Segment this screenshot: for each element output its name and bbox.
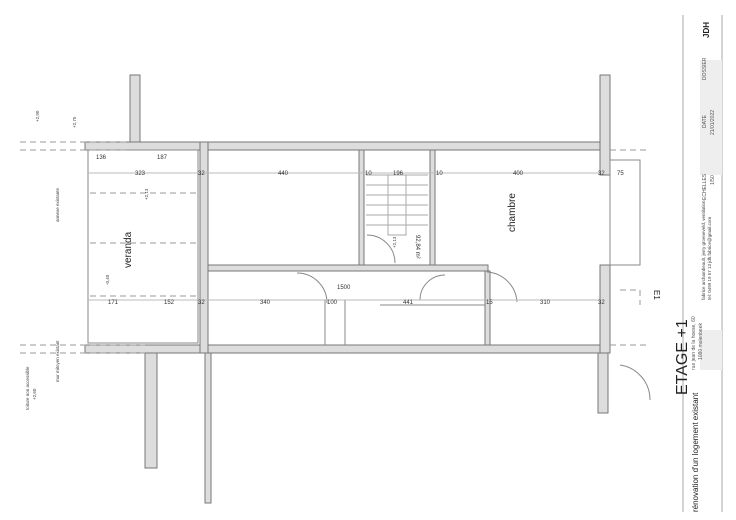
dim-171: 171 — [108, 300, 119, 306]
dim-1500: 1500 — [337, 285, 351, 291]
dim-100: 100 — [327, 300, 338, 306]
dossier-label: DOSSIER — [702, 57, 708, 80]
wall-bath — [484, 270, 491, 346]
wall-right-lower — [599, 264, 611, 354]
area-label: 92,84 m² — [414, 235, 420, 259]
date-value: 21/01/2022 — [710, 109, 716, 135]
level-mark: +2,90 — [35, 110, 40, 122]
section-mark: E1 — [652, 290, 661, 300]
echelles-label: ECHELLES — [702, 173, 708, 200]
wall-top — [84, 141, 611, 151]
dim-32c: 32 — [198, 300, 205, 306]
dim-340: 340 — [260, 300, 271, 306]
room-label-chambre: chambre — [507, 193, 518, 232]
note-mur: mur mitoyen existant — [55, 340, 60, 382]
dim-10b: 10 — [436, 171, 443, 177]
address-line-1: rue jean de la hoese, 60 — [691, 316, 697, 370]
project-title: rénovation d'un logement existant — [691, 392, 700, 512]
wall-right-ext — [597, 352, 609, 414]
date-label: DATE — [702, 115, 708, 128]
note-annexe: annexe existante — [55, 187, 60, 222]
dim-32d: 32 — [598, 300, 605, 306]
dim-136: 136 — [96, 155, 107, 161]
dim-152: 152 — [164, 300, 175, 306]
wall-neighbor-bottom2 — [204, 352, 212, 504]
dim-400: 400 — [513, 171, 524, 177]
level-mark: +2,75 — [72, 116, 77, 128]
initials: JDH — [702, 21, 711, 38]
level-mark: -0,40 — [105, 274, 110, 285]
sheet-title: ETAGE +1 — [674, 319, 691, 395]
address-line-2: 1080 molenbeek — [698, 323, 704, 360]
dim-441: 441 — [403, 300, 414, 306]
wall-neighbor-top — [129, 74, 141, 143]
dim-323: 323 — [135, 171, 146, 177]
note-toiture: toiture non accessible — [25, 366, 30, 410]
dim-32a: 32 — [198, 171, 205, 177]
wall-bottom — [84, 344, 611, 354]
wall-right-upper — [599, 74, 611, 176]
architect-line-1: fabrice archambeault, jerry groeneveld, … — [701, 200, 706, 300]
echelles-value: 1/50 — [710, 175, 716, 185]
dim-440: 440 — [278, 171, 289, 177]
level-mark: +2,13 — [144, 188, 149, 200]
dim-75: 75 — [617, 171, 624, 177]
dim-10a: 10 — [365, 171, 372, 177]
wall-veranda — [199, 141, 209, 354]
dim-32b: 32 — [598, 171, 605, 177]
architect-line-2: tel: 0499 19 57 13 jdh.fabrice@gmail.com — [707, 216, 712, 300]
level-mark: +2,60 — [32, 388, 37, 400]
wall-neighbor-bottom — [144, 352, 158, 469]
wall-corridor — [207, 264, 489, 272]
dim-187: 187 — [157, 155, 168, 161]
wall-stair-left — [358, 149, 365, 266]
dim-15: 15 — [486, 300, 493, 306]
dim-310: 310 — [540, 300, 551, 306]
wall-stair-right — [429, 149, 436, 266]
dim-196: 196 — [393, 171, 404, 177]
room-label-veranda: veranda — [123, 231, 134, 268]
level-mark: +2,13 — [392, 236, 397, 248]
